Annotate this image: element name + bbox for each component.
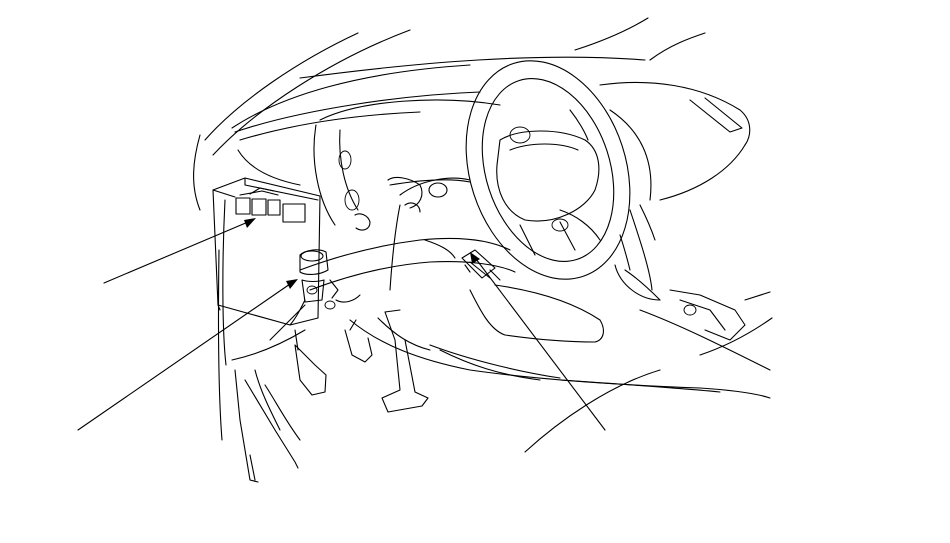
instrument-cluster: [313, 99, 501, 226]
dashboard-top: [234, 81, 751, 201]
left-kick-panel: [217, 199, 306, 483]
steering-column-callout: [470, 252, 606, 431]
lower-dashboard: [299, 204, 771, 399]
steering-wheel: [465, 60, 631, 280]
right-dash-panel: [609, 109, 773, 371]
wiring-connector: [289, 249, 361, 326]
relay-box: [212, 177, 321, 326]
windshield-frame: [193, 17, 706, 211]
pedals: [294, 309, 429, 413]
relay-callout: [103, 218, 256, 284]
connector-callout: [77, 279, 298, 431]
centre-console-upper: [354, 179, 471, 231]
floor: [254, 304, 661, 453]
